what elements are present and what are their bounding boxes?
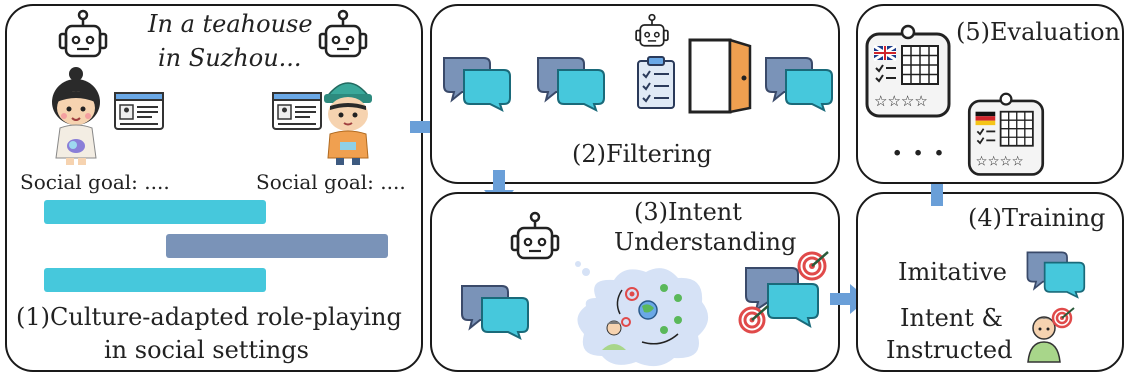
caption-3-line-2: Understanding: [614, 228, 797, 256]
caption-4: (4)Training: [968, 204, 1106, 232]
training-item-imitative: Imitative: [898, 258, 1007, 286]
dialogue-bar-2: [166, 234, 388, 258]
chat-bubbles-icon-1: [443, 57, 511, 112]
boy-character-icon: [324, 82, 372, 165]
social-goal-right: Social goal: ....: [256, 170, 406, 194]
chat-bubbles-icon-3: [765, 57, 833, 112]
social-goal-left: Social goal: ....: [20, 170, 170, 194]
dialogue-bar-1: [44, 200, 266, 224]
evaluation-ellipsis: . . .: [892, 128, 945, 163]
girl-character-icon: [52, 67, 100, 165]
caption-1-line-2: in social settings: [104, 336, 309, 364]
robot-icon-right: [318, 9, 368, 58]
person-target-icon: [1027, 307, 1075, 363]
dialogue-bar-3: [44, 268, 266, 292]
robot-icon-filter: [635, 13, 669, 47]
caption-1-line-1: (1)Culture-adapted role-playing: [16, 303, 402, 331]
evaluation-card-de-icon: ☆☆☆☆: [967, 92, 1045, 176]
robot-icon-left: [58, 9, 108, 58]
svg-text:☆☆☆☆: ☆☆☆☆: [874, 92, 928, 110]
scene-line-2: in Suzhou...: [158, 44, 302, 72]
caption-5: (5)Evaluation: [956, 18, 1121, 46]
panel-training: [856, 192, 1124, 372]
svg-text:☆☆☆☆: ☆☆☆☆: [976, 154, 1024, 169]
caption-2: (2)Filtering: [572, 140, 712, 168]
chat-bubbles-icon-5: [1026, 251, 1086, 299]
chat-bubbles-icon-2: [537, 57, 605, 112]
training-item-intent-line-1: Intent &: [900, 304, 1003, 332]
open-door-icon: [688, 38, 752, 114]
evaluation-card-uk-icon: ☆☆☆☆: [865, 24, 951, 118]
chat-targets-icon: [738, 251, 829, 334]
clipboard-checklist-icon: [637, 56, 675, 109]
robot-icon-intent: [510, 211, 560, 260]
chat-bubbles-icon-4: [461, 285, 529, 340]
caption-3-line-1: (3)Intent: [634, 198, 742, 226]
thought-cloud-icon: [575, 261, 709, 367]
scene-line-1: In a teahouse: [148, 10, 313, 38]
training-item-intent-line-2: Instructed: [886, 336, 1013, 364]
profile-card-icon-right: [272, 92, 322, 130]
panel-role-playing: [5, 4, 423, 372]
profile-card-icon-left: [114, 92, 164, 130]
